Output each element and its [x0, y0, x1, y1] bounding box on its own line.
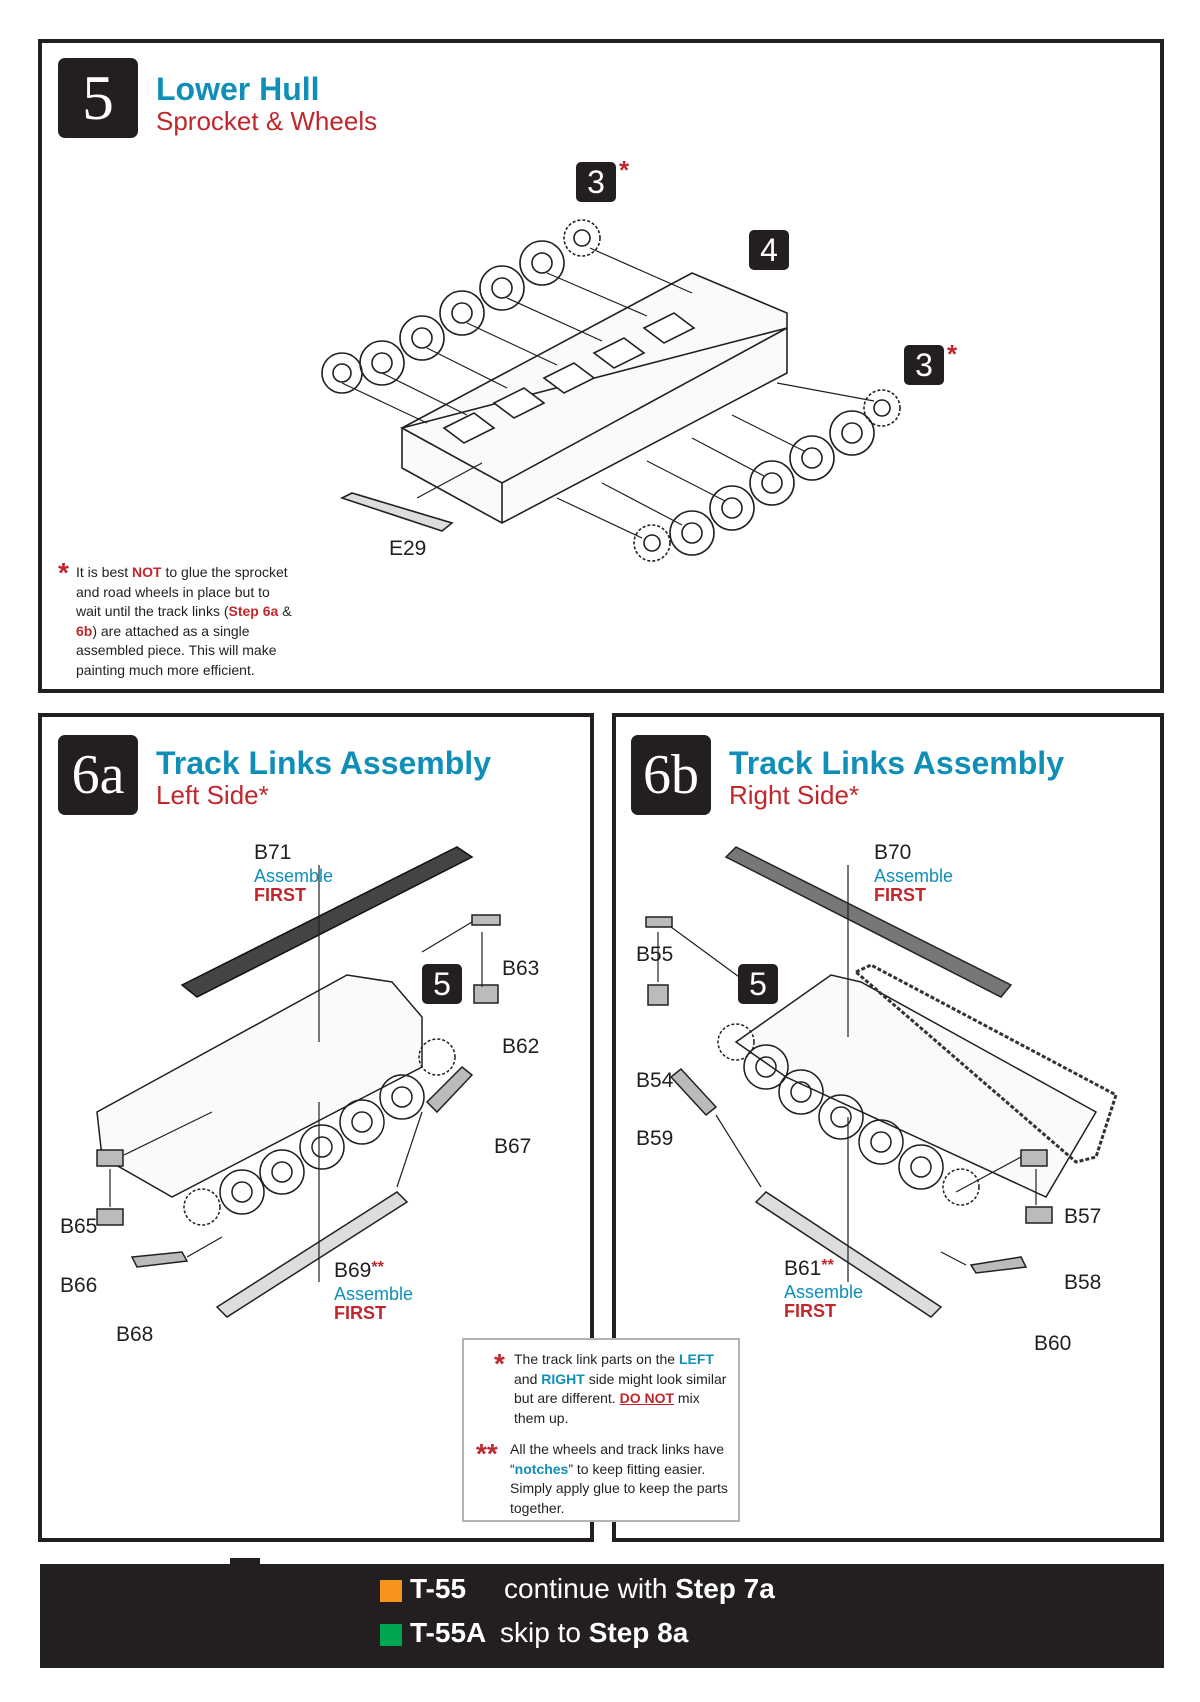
step-number-badge: 6b	[631, 735, 711, 815]
part-b65	[96, 1149, 124, 1167]
t55-instruction: continue with Step 7a	[504, 1573, 775, 1604]
callout-hull: 5	[422, 964, 462, 1004]
t55-model: T-55	[410, 1573, 467, 1604]
wheels-row	[717, 1023, 980, 1206]
track-assembly-right-drawing	[645, 846, 1118, 1318]
callout-number: 5	[433, 966, 451, 1002]
step-title: Track Links Assembly	[729, 745, 1064, 781]
part-label-b57: B57	[1064, 1205, 1102, 1228]
part-b70	[724, 846, 1013, 998]
assemble-first-b70: Assemble FIRST	[874, 866, 954, 905]
part-label-b69: B69**	[334, 1259, 384, 1282]
part-b63	[471, 914, 501, 926]
callout-hull: 4	[749, 230, 789, 270]
part-label-b68: B68	[116, 1323, 154, 1346]
callout-asterisk: *	[619, 155, 630, 185]
part-b69	[215, 1191, 409, 1318]
part-b66	[96, 1208, 124, 1226]
note-notches: All the wheels and track links have “not…	[510, 1441, 728, 1516]
step-number-badge: 5	[58, 58, 138, 138]
part-label-b66: B66	[60, 1274, 98, 1297]
notes-box: * The track link parts on the LEFT and R…	[462, 1338, 740, 1522]
note-asterisk: *	[58, 557, 69, 588]
step5-note: It is best NOT to glue the sprocket and …	[76, 564, 292, 678]
step-title: Track Links Assembly	[156, 745, 491, 781]
part-label-e29: E29	[389, 537, 427, 560]
part-label-b59: B59	[636, 1127, 674, 1150]
part-b60	[969, 1256, 1028, 1274]
side-track	[853, 963, 1118, 1164]
assembly-arrows	[109, 865, 483, 1282]
callout-asterisk: *	[947, 339, 958, 369]
part-label-b65: B65	[60, 1215, 98, 1238]
part-label-b58: B58	[1064, 1271, 1102, 1294]
assembly-arrows	[657, 865, 1037, 1282]
part-b55	[645, 916, 673, 928]
step-number: 6b	[643, 744, 699, 806]
part-b62	[473, 984, 499, 1004]
callout-number: 4	[760, 232, 778, 268]
part-label-b60: B60	[1034, 1332, 1072, 1355]
footer-bar: T-55 continue with Step 7a T-55A skip to…	[40, 1564, 1164, 1668]
step-number-badge: 6a	[58, 735, 138, 815]
part-label-b61: B61**	[784, 1257, 834, 1280]
part-b54	[647, 984, 669, 1006]
wheels-row	[183, 1038, 456, 1226]
part-b58	[1025, 1206, 1053, 1224]
assembly-arrows	[341, 247, 875, 539]
assemble-first-b71: Assemble FIRST	[254, 866, 334, 905]
t55a-color-swatch	[380, 1624, 402, 1646]
step6b-panel: 6b Track Links Assembly Right Side* 5	[612, 713, 1164, 1542]
part-label-b54: B54	[636, 1069, 674, 1092]
t55a-model: T-55A	[410, 1617, 487, 1648]
callout-sprocket-right: 3	[904, 345, 944, 385]
note-double-asterisk: **	[476, 1438, 498, 1469]
wheels-left-row	[321, 219, 601, 394]
part-label-b62: B62	[502, 1035, 540, 1058]
part-b57	[1020, 1149, 1048, 1167]
step-subtitle: Left Side*	[156, 780, 269, 810]
t55-color-swatch	[380, 1580, 402, 1602]
callout-sprocket-top: 3	[576, 162, 616, 202]
step-title: Lower Hull	[156, 71, 320, 107]
wheels-right-row	[633, 389, 901, 562]
callout-hull: 5	[738, 964, 778, 1004]
part-label-b71: B71	[254, 841, 292, 864]
t55a-instruction: skip to Step 8a	[500, 1617, 689, 1648]
callout-number: 3	[915, 347, 933, 383]
part-label-b63: B63	[502, 957, 540, 980]
part-b67	[425, 1065, 474, 1114]
note-asterisk: *	[494, 1348, 505, 1379]
step5-panel: 5 Lower Hull Sprocket & Wheels 3 * 4 3 *	[38, 39, 1164, 693]
hull-part	[399, 272, 788, 524]
step-number: 6a	[71, 744, 125, 806]
part-b59	[669, 1067, 718, 1117]
step-subtitle: Sprocket & Wheels	[156, 106, 378, 136]
part-label-b67: B67	[494, 1135, 532, 1158]
track-assembly-left-drawing	[96, 846, 501, 1318]
step-number: 5	[82, 62, 114, 133]
part-b68	[130, 1251, 189, 1268]
part-label-b55: B55	[636, 943, 674, 966]
part-b71	[180, 846, 474, 998]
part-e29	[339, 492, 454, 532]
part-label-b70: B70	[874, 841, 912, 864]
lower-hull-drawing	[321, 219, 901, 562]
hull-part	[96, 974, 423, 1198]
step-subtitle: Right Side*	[729, 780, 860, 810]
note-left-right: The track link parts on the LEFT and RIG…	[514, 1351, 727, 1426]
callout-number: 3	[587, 164, 605, 200]
assemble-first-b69: Assemble FIRST	[334, 1284, 414, 1323]
assemble-first-b61: Assemble FIRST	[784, 1282, 864, 1321]
callout-number: 5	[749, 966, 767, 1002]
